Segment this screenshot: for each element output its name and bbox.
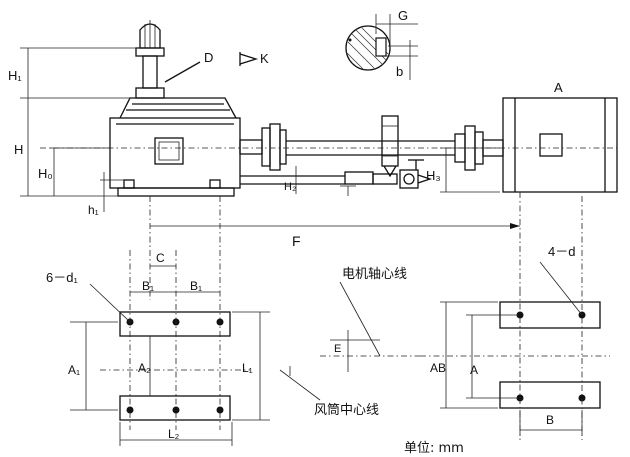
label-motor-axis: 电机轴心线	[342, 267, 407, 282]
label-b: b	[396, 64, 403, 79]
label-K: K	[260, 51, 269, 66]
foundation-plan-left	[70, 196, 270, 446]
dimension-F	[149, 192, 521, 300]
motor	[502, 97, 618, 193]
label-H0: H₀	[38, 166, 53, 181]
label-L2: L₂	[168, 427, 180, 441]
view-marker	[164, 52, 259, 83]
oil-pipe-assembly	[240, 115, 433, 196]
label-B: B	[546, 413, 554, 427]
label-6-d1: 6－d₁	[46, 270, 78, 285]
top-fitting	[135, 20, 165, 99]
label-H: H	[14, 142, 23, 157]
label-C: C	[156, 251, 165, 265]
label-AB: AB	[430, 361, 446, 375]
label-A2: A₂	[138, 361, 151, 375]
label-F: F	[292, 233, 301, 249]
label-A1: A₁	[68, 363, 80, 377]
label-4-d: 4－d	[548, 244, 575, 259]
label-L1: L₁	[242, 361, 253, 375]
label-H2: H₂	[284, 181, 296, 193]
motor-base-plan	[420, 196, 610, 440]
drive-shaft	[239, 123, 504, 171]
label-H1: H₁	[8, 68, 22, 83]
label-E: E	[334, 343, 341, 355]
label-D: D	[204, 50, 213, 65]
shaft-section-detail	[345, 14, 418, 80]
label-A-motor: A	[554, 80, 563, 95]
motor-axis-leader	[320, 281, 420, 372]
label-G: G	[398, 8, 408, 23]
label-A-plan: A	[470, 363, 478, 377]
label-h1: h₁	[88, 203, 99, 217]
label-B1-left: B₁	[142, 279, 154, 293]
label-B1-right: B₁	[190, 279, 202, 293]
label-H3: H₃	[426, 168, 441, 183]
vertical-dimensions	[20, 47, 500, 212]
gearbox-housing	[109, 97, 241, 197]
fan-center-leader	[279, 366, 321, 401]
label-fan-center: 风筒中心线	[314, 402, 379, 418]
label-unit: 单位: mm	[404, 441, 464, 456]
